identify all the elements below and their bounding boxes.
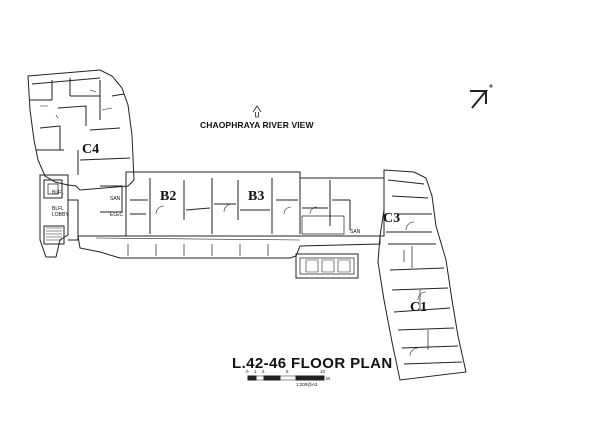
scale-tick-10: 10 (320, 369, 326, 374)
scale-ratio: 1:200@A3 (296, 382, 318, 387)
room-label-elec: ELEC (110, 212, 124, 218)
up-arrow-icon (252, 105, 262, 118)
room-label-san-right: SAN (350, 229, 361, 235)
plan-title: L.42-46 FLOOR PLAN (232, 355, 393, 372)
unit-label-b3: B3 (248, 189, 265, 204)
pool-box (295, 253, 359, 279)
scale-tick-5: 5 (286, 369, 289, 374)
corridor (77, 235, 381, 259)
room-label-blfl-lobby: BLFL LOBBY (52, 206, 69, 218)
unit-label-c3: C3 (383, 211, 401, 226)
wing-c4 (27, 69, 135, 191)
scale-tick-1: 1 (254, 369, 257, 374)
scale-tick-0: 0 (246, 369, 249, 374)
core-left (39, 174, 123, 258)
scale-bar (247, 375, 325, 381)
north-arrow-icon (470, 84, 493, 109)
unit-label-c1: C1 (410, 300, 428, 315)
view-label: CHAOPHRAYA RIVER VIEW (200, 120, 314, 130)
wing-c3-c1 (377, 169, 467, 381)
scale-tick-2: 2 (262, 369, 265, 374)
unit-label-b2: B2 (160, 189, 177, 204)
scale-unit: M. (326, 376, 331, 381)
room-label-san-left: SAN (110, 196, 121, 202)
unit-label-c4: C4 (82, 142, 100, 157)
room-label-blfl: BLFL (52, 190, 64, 196)
